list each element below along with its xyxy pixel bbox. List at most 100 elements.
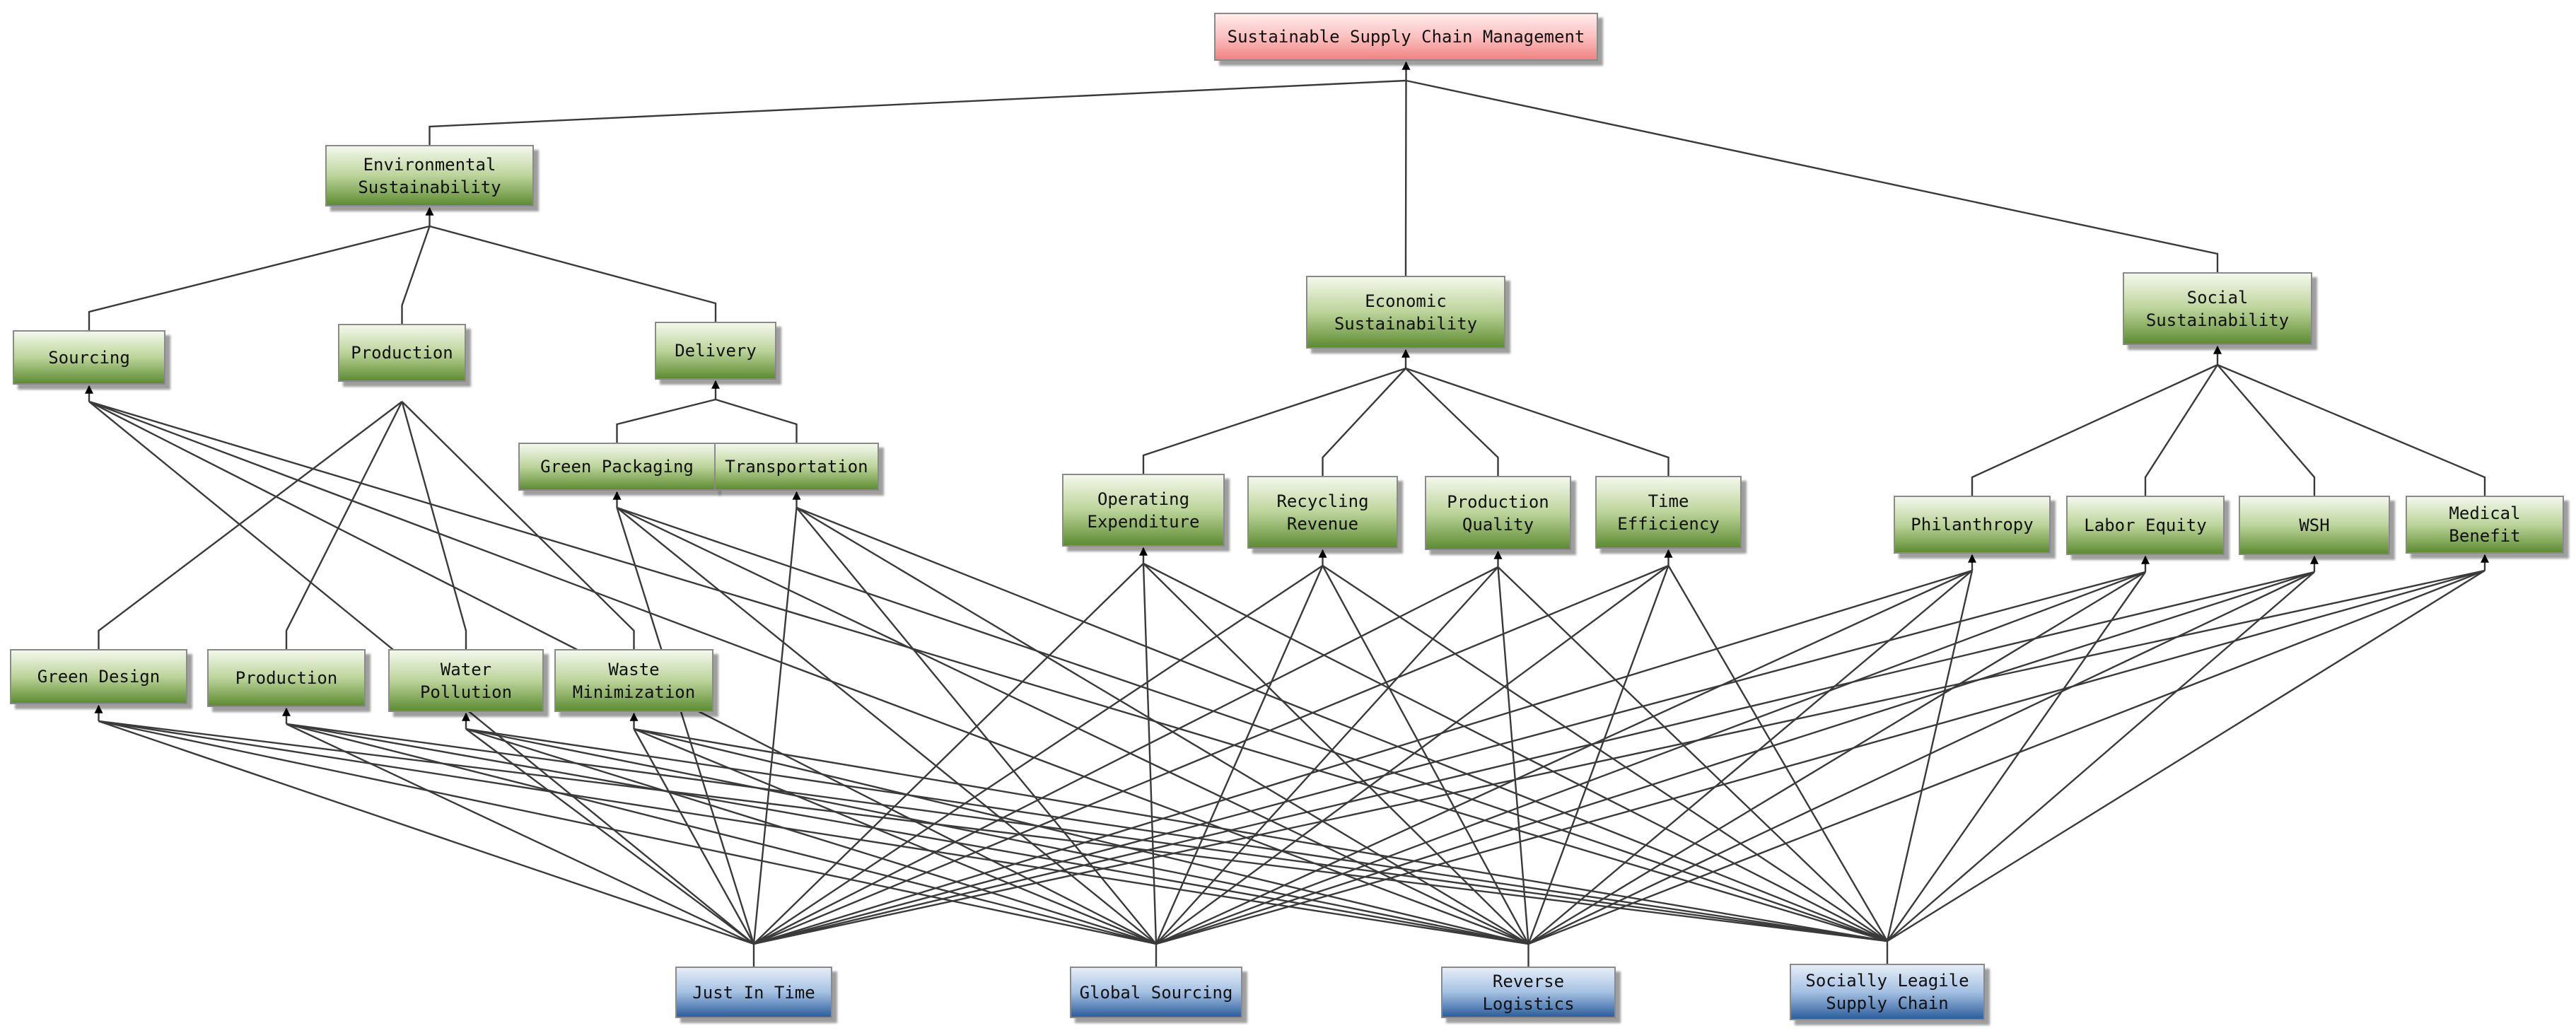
alternative-connector	[634, 728, 1888, 942]
hierarchy-connector	[715, 398, 798, 443]
hierarchy-connector	[1142, 367, 1406, 474]
subcriterion-node-green-packaging[interactable]: Green Packaging	[518, 443, 716, 491]
alternative-connector	[1527, 565, 1669, 945]
hierarchy-connector	[2217, 364, 2316, 496]
alternative-connector	[796, 506, 1888, 942]
hierarchy-connector	[2144, 364, 2219, 496]
hierarchy-connector	[616, 398, 716, 443]
goal-node-sustainable-supply-chain-management[interactable]: Sustainable Supply Chain Management	[1214, 13, 1598, 61]
alternative-connector	[1497, 566, 1529, 945]
alternative-connector	[286, 723, 754, 945]
alternative-connector	[1155, 566, 1499, 945]
alternative-connector	[1887, 571, 2146, 942]
subcriterion-node-water-pollution[interactable]: Water Pollution	[388, 649, 544, 712]
alternative-connector	[616, 507, 755, 945]
alternative-connector	[88, 400, 1888, 942]
alternative-connector	[753, 563, 1144, 945]
criteria-link	[401, 401, 467, 649]
alternative-connector	[1528, 569, 2485, 945]
alternative-node-reverse-logistics[interactable]: Reverse Logistics	[1441, 967, 1616, 1018]
alternative-connector	[1155, 569, 2485, 945]
alternative-connector	[1322, 565, 1529, 945]
criteria-link	[98, 401, 403, 649]
alternative-connector	[753, 569, 2485, 945]
alternative-connector	[286, 723, 1888, 942]
alternative-connector	[1667, 565, 1889, 942]
alternative-connector	[465, 728, 1888, 942]
alternative-connector	[1142, 563, 1158, 945]
alternative-connector	[1527, 570, 1973, 945]
alternative-connector	[1887, 571, 2315, 942]
hierarchy-connector	[1405, 368, 1499, 476]
criterion-node-environmental-sustainability[interactable]: Environmental Sustainability	[325, 145, 534, 206]
alternative-connector	[634, 728, 1529, 945]
subcriterion-node-production-quality[interactable]: Production Quality	[1425, 476, 1571, 550]
alternative-connector	[752, 507, 798, 945]
alternative-connector	[634, 728, 1157, 945]
alternative-connector	[795, 506, 1529, 945]
alternative-connector	[1527, 571, 2315, 945]
alternative-connector	[1527, 571, 2146, 945]
alternative-connector	[1155, 569, 1973, 945]
alternative-connector	[88, 400, 1529, 945]
hierarchy-connector	[1406, 79, 2219, 272]
subcriterion-node-sourcing[interactable]: Sourcing	[13, 330, 165, 385]
hierarchy-connector	[1405, 367, 1669, 476]
subcriterion-node-delivery[interactable]: Delivery	[655, 322, 776, 380]
alternative-connector	[1155, 571, 2146, 945]
subcriterion-node-transportation[interactable]: Transportation	[714, 443, 879, 491]
criterion-node-economic-sustainability[interactable]: Economic Sustainability	[1306, 276, 1505, 349]
alternative-connector	[98, 720, 754, 945]
alternative-connector	[633, 728, 755, 945]
alternative-connector	[98, 720, 1888, 942]
alternative-connector	[753, 571, 2146, 945]
alternative-connector	[1143, 562, 1888, 942]
alternative-connector	[753, 566, 1499, 945]
hierarchy-connector	[429, 79, 1406, 145]
hierarchy-connector	[88, 225, 430, 330]
criteria-link	[401, 401, 635, 649]
alternative-node-global-sourcing[interactable]: Global Sourcing	[1070, 967, 1242, 1018]
alternative-connector	[753, 571, 2315, 945]
alternative-connector	[465, 728, 1529, 945]
subcriterion-node-production-detail[interactable]: Production	[207, 649, 366, 707]
subcriterion-node-philanthropy[interactable]: Philanthropy	[1894, 496, 2051, 554]
alternative-node-just-in-time[interactable]: Just In Time	[675, 967, 832, 1018]
alternative-connector	[1497, 566, 1888, 942]
alternative-connector	[795, 507, 1157, 945]
alternative-connector	[753, 565, 1324, 945]
subcriterion-node-operating-expenditure[interactable]: Operating Expenditure	[1062, 474, 1225, 547]
hierarchy-connector	[1322, 368, 1406, 476]
alternative-node-socially-leagile-supply-chain[interactable]: Socially Leagile Supply Chain	[1790, 964, 1985, 1020]
subcriterion-node-recycling-revenue[interactable]: Recycling Revenue	[1247, 476, 1398, 549]
criteria-link	[285, 401, 403, 649]
hierarchy-connector	[2217, 363, 2486, 496]
hierarchy-connector	[1971, 363, 2218, 496]
alternative-connector	[1886, 570, 1974, 942]
criterion-node-social-sustainability[interactable]: Social Sustainability	[2123, 272, 2312, 345]
hierarchy-connector	[429, 225, 717, 322]
alternative-connector	[1155, 565, 1324, 945]
alternative-connector	[286, 723, 1157, 945]
alternative-connector	[286, 723, 1529, 945]
subcriterion-node-waste-minimization[interactable]: Waste Minimization	[554, 649, 713, 712]
subcriterion-node-time-efficiency[interactable]: Time Efficiency	[1595, 476, 1742, 549]
alternative-connector	[465, 728, 1157, 945]
alternative-connector	[1155, 571, 2315, 945]
hierarchy-connector	[401, 226, 431, 324]
alternative-connector	[1155, 565, 1669, 945]
alternative-connector	[98, 720, 1529, 945]
subcriterion-node-green-design[interactable]: Green Design	[10, 649, 187, 704]
subcriterion-node-medical-benefit[interactable]: Medical Benefit	[2406, 496, 2564, 554]
alternative-connector	[616, 507, 1157, 945]
alternative-connector	[1322, 565, 1888, 942]
subcriterion-node-wsh[interactable]: WSH	[2239, 496, 2390, 555]
alternative-connector	[616, 506, 1529, 945]
alternative-connector	[617, 506, 1888, 942]
subcriterion-node-production[interactable]: Production	[338, 324, 466, 382]
alternative-connector	[1887, 569, 2485, 942]
alternative-connector	[98, 720, 1157, 945]
subcriterion-node-labor-equity[interactable]: Labor Equity	[2066, 496, 2225, 555]
